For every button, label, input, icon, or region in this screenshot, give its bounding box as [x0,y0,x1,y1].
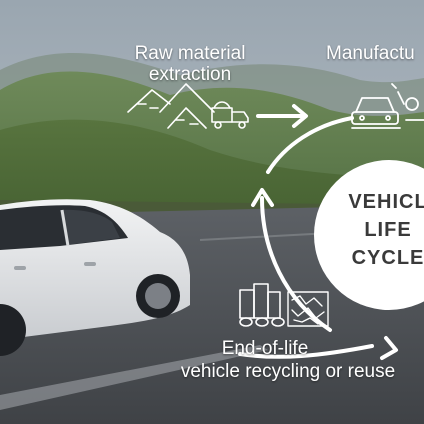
center-circle [314,160,424,310]
arrow-up-icon [251,188,274,207]
center-line2: LIFE [364,219,412,241]
center-line1: VEHICL [348,191,424,213]
stage-raw-material-label: Raw material extraction [120,43,260,86]
cycle-arc-top [266,116,354,174]
end-of-life-line2: vehicle recycling or reuse [180,361,396,382]
mountains-icon [127,83,215,129]
shredded-material-icon [287,291,329,327]
electric-car [0,199,190,356]
raw-material-line1: Raw material [134,43,246,64]
cycle-arc-bottom [238,344,374,359]
arrow-down-icon [380,336,398,360]
center-line3: CYCLE [351,247,424,269]
stage-manufacturing-label: Manufactu [326,43,415,64]
arrow-right-icon [256,104,308,128]
center-title: VEHICL LIFE CYCLE [318,188,424,272]
material-rolls-icon [239,283,285,327]
car-factory-icon [351,97,401,129]
dump-truck-icon [211,101,249,129]
robot-arm-icon [391,83,424,121]
end-of-life-line1: End-of-life [221,338,309,359]
raw-material-line2: extraction [148,63,232,85]
cycle-arc-left [260,196,332,332]
